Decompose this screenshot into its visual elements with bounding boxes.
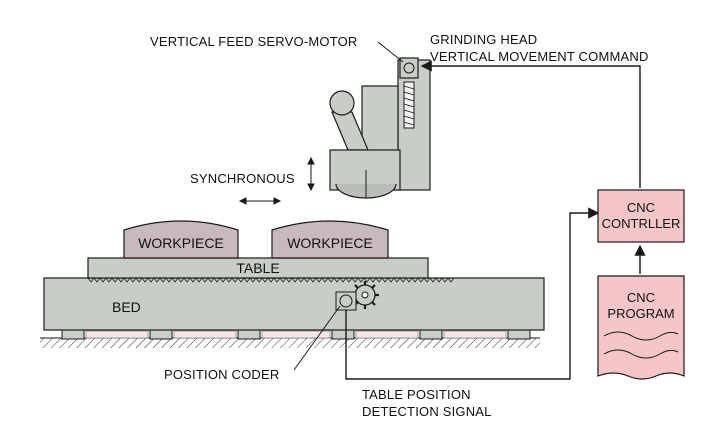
bed-supports: [61, 329, 531, 340]
label-workpiece-1: WORKPIECE: [138, 235, 224, 251]
cnc-controller-label-1: CNC: [626, 200, 656, 215]
label-grinding-head: GRINDING HEAD: [430, 32, 538, 47]
label-table-position: TABLE POSITION: [362, 387, 471, 402]
workpiece-shape-2: [271, 220, 389, 259]
machine-table: [87, 257, 429, 279]
rack-teeth: [87, 277, 455, 283]
grinding-head: [329, 57, 431, 199]
label-vertical-feed-servo-motor: VERTICAL FEED SERVO-MOTOR: [150, 34, 358, 49]
label-vertical-movement-command: VERTICAL MOVEMENT COMMAND: [430, 49, 649, 64]
synchronous-arrows: [238, 156, 315, 205]
cnc-program-label-1: CNC: [626, 290, 656, 305]
label-detection-signal: DETECTION SIGNAL: [362, 404, 492, 419]
servo-label-leader: [377, 41, 404, 63]
label-bed: BED: [112, 299, 141, 315]
label-table: TABLE: [236, 260, 280, 276]
position-coder-icon: [335, 291, 357, 311]
cnc-controller-label-2: CONTRLLER: [601, 216, 681, 231]
label-workpiece-2: WORKPIECE: [287, 235, 373, 251]
cnc-program-label-2: PROGRAM: [607, 306, 675, 321]
label-synchronous: SYNCHRONOUS: [190, 171, 295, 186]
cnc-controller-box: [597, 189, 685, 243]
vertical-command-line: [420, 60, 641, 188]
cnc-program-doc: [597, 275, 685, 380]
servo-motor-icon: [399, 57, 419, 79]
label-position-coder: POSITION CODER: [164, 367, 280, 382]
table-position-signal-line: [345, 207, 600, 380]
floor-hatch: [40, 338, 540, 348]
workpiece-shape-1: [123, 220, 239, 259]
